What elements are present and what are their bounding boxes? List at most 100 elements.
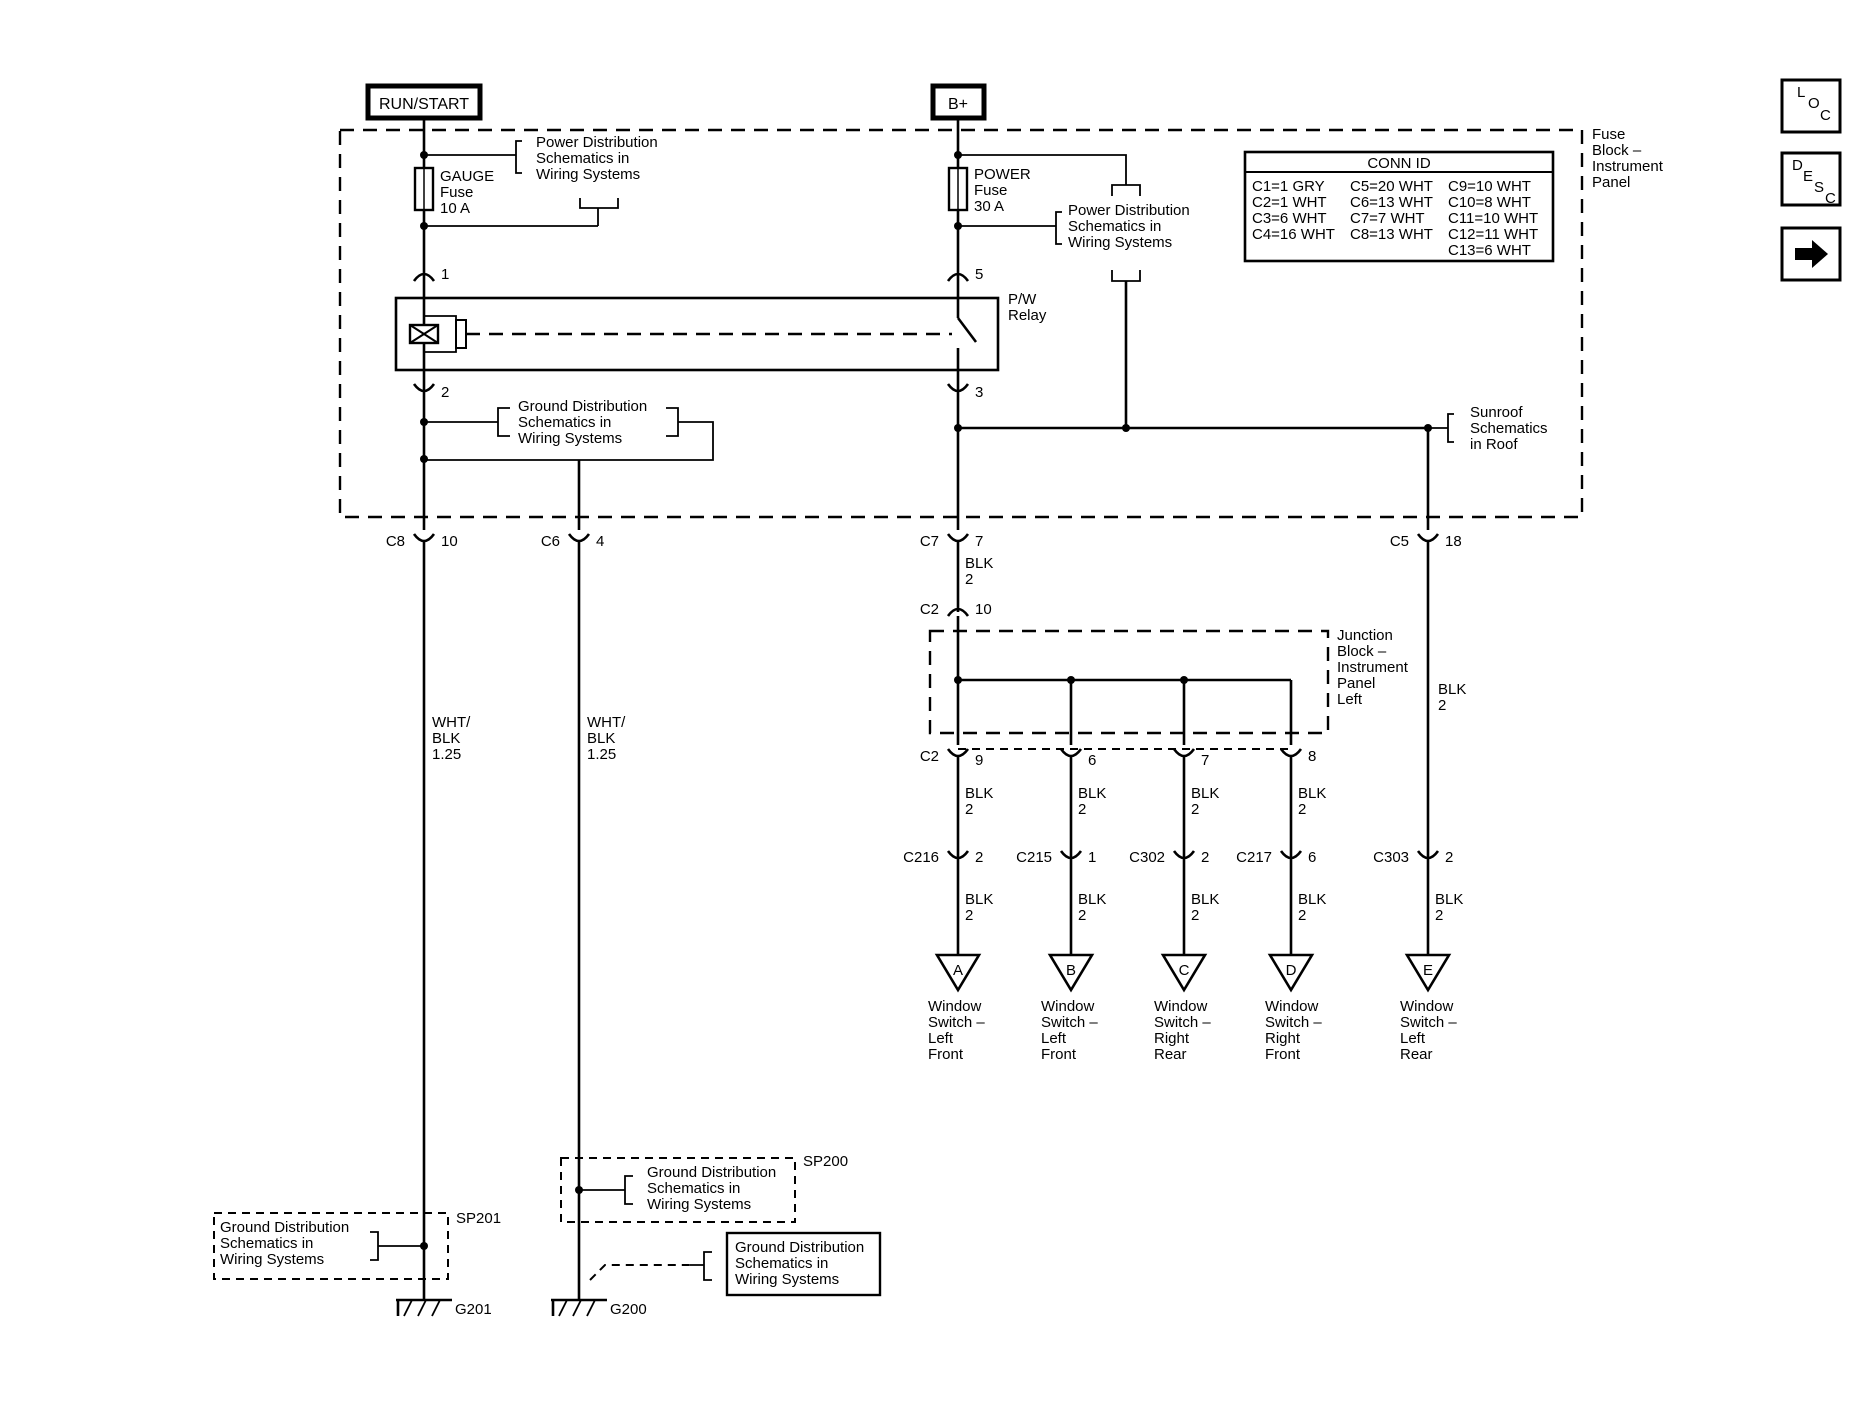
svg-text:WHT/: WHT/: [432, 714, 471, 731]
svg-text:C10=8 WHT: C10=8 WHT: [1448, 194, 1531, 211]
svg-text:C6: C6: [541, 533, 560, 550]
svg-text:4: 4: [596, 533, 604, 550]
svg-text:BLK: BLK: [965, 555, 993, 572]
svg-text:Relay: Relay: [1008, 307, 1047, 324]
svg-text:Fuse: Fuse: [1592, 126, 1625, 143]
svg-text:Rear: Rear: [1154, 1046, 1187, 1063]
svg-text:C2: C2: [920, 601, 939, 618]
svg-text:Switch –: Switch –: [1400, 1014, 1457, 1031]
svg-text:Wiring Systems: Wiring Systems: [518, 430, 622, 447]
svg-text:Wiring Systems: Wiring Systems: [647, 1196, 751, 1213]
svg-text:WHT/: WHT/: [587, 714, 626, 731]
branch-d: BLK 2 C217 6 BLK 2 D Window Switch – Rig…: [1236, 756, 1326, 1063]
pin-2-label: 2: [441, 384, 449, 401]
svg-text:Left: Left: [928, 1030, 954, 1047]
loc-button[interactable]: L O C: [1780, 78, 1842, 134]
svg-text:2: 2: [1445, 849, 1453, 866]
svg-text:2: 2: [1201, 849, 1209, 866]
ground-distribution-ref-bottom: Ground Distribution Schematics in Wiring…: [589, 1231, 882, 1297]
svg-text:C215: C215: [1016, 849, 1052, 866]
svg-text:C12=11 WHT: C12=11 WHT: [1448, 226, 1538, 243]
svg-text:C7=7 WHT: C7=7 WHT: [1350, 210, 1425, 227]
branch-e: BLK 2 C303 2 BLK 2 E Window Switch – Lef…: [1373, 541, 1466, 1063]
branch-a: BLK 2 C216 2 BLK 2 A Window Switch – Lef…: [903, 756, 993, 1063]
gauge-fuse-label: GAUGE: [440, 168, 494, 185]
svg-text:2: 2: [1435, 907, 1443, 924]
svg-text:Schematics: Schematics: [1470, 420, 1548, 437]
fuse-block-label: Fuse Block – Instrument Panel: [1592, 126, 1664, 191]
ground-distribution-ref-top: Ground Distribution Schematics in Wiring…: [518, 398, 647, 447]
svg-text:Left: Left: [1400, 1030, 1426, 1047]
svg-text:Left: Left: [1041, 1030, 1067, 1047]
svg-text:C9=10 WHT: C9=10 WHT: [1448, 178, 1531, 195]
svg-text:E: E: [1803, 168, 1813, 185]
run-start-supply: RUN/START: [365, 83, 483, 121]
svg-text:2: 2: [1438, 697, 1446, 714]
svg-text:BLK: BLK: [1298, 891, 1326, 908]
svg-text:BLK: BLK: [587, 730, 615, 747]
splice-sp201: Ground Distribution Schematics in Wiring…: [213, 1210, 501, 1280]
pw-relay: P/W Relay: [394, 291, 1047, 372]
svg-text:BLK: BLK: [965, 891, 993, 908]
svg-text:6: 6: [1088, 752, 1096, 769]
svg-text:Block –: Block –: [1592, 142, 1642, 159]
svg-text:C5=20 WHT: C5=20 WHT: [1350, 178, 1433, 195]
svg-text:1: 1: [1088, 849, 1096, 866]
svg-text:Rear: Rear: [1400, 1046, 1433, 1063]
svg-text:10: 10: [975, 601, 992, 618]
svg-text:D: D: [1792, 157, 1803, 174]
sp201-label: SP201: [456, 1210, 501, 1227]
svg-text:S: S: [1814, 179, 1824, 196]
svg-text:A: A: [953, 962, 963, 979]
fuse-block-outline: [338, 128, 1584, 519]
svg-text:C8: C8: [386, 533, 405, 550]
svg-text:D: D: [1286, 962, 1297, 979]
svg-text:Wiring Systems: Wiring Systems: [536, 166, 640, 183]
svg-text:C13=6 WHT: C13=6 WHT: [1448, 242, 1531, 259]
svg-text:BLK: BLK: [1435, 891, 1463, 908]
connector-c2-10: C2 10: [920, 601, 992, 618]
svg-text:Switch –: Switch –: [1154, 1014, 1211, 1031]
svg-text:2: 2: [965, 801, 973, 818]
svg-text:C6=13 WHT: C6=13 WHT: [1350, 194, 1433, 211]
svg-text:Schematics in: Schematics in: [536, 150, 629, 167]
conn-id-table: CONN ID C1=1 GRY C5=20 WHT C9=10 WHT C2=…: [1243, 150, 1555, 263]
svg-text:Junction: Junction: [1337, 627, 1393, 644]
svg-text:Switch –: Switch –: [1265, 1014, 1322, 1031]
svg-text:1.25: 1.25: [587, 746, 616, 763]
svg-text:Front: Front: [1041, 1046, 1077, 1063]
svg-text:1.25: 1.25: [432, 746, 461, 763]
svg-text:6: 6: [1308, 849, 1316, 866]
svg-text:Ground Distribution: Ground Distribution: [220, 1219, 349, 1236]
svg-text:C11=10 WHT: C11=10 WHT: [1448, 210, 1538, 227]
svg-text:2: 2: [1078, 907, 1086, 924]
svg-text:Panel: Panel: [1592, 174, 1630, 191]
sp200-label: SP200: [803, 1153, 848, 1170]
svg-text:Ground Distribution: Ground Distribution: [518, 398, 647, 415]
svg-text:BLK: BLK: [1078, 785, 1106, 802]
svg-text:Power Distribution: Power Distribution: [1068, 202, 1190, 219]
svg-text:in Roof: in Roof: [1470, 436, 1518, 453]
svg-text:8: 8: [1308, 748, 1316, 765]
gauge-circuit: GAUGE Fuse 10 A Power Distribution Schem…: [412, 118, 658, 298]
svg-text:Instrument: Instrument: [1592, 158, 1664, 175]
connector-c8-10: C8 10: [386, 533, 458, 550]
svg-text:BLK: BLK: [965, 785, 993, 802]
svg-text:Switch –: Switch –: [928, 1014, 985, 1031]
svg-text:7: 7: [975, 533, 983, 550]
svg-text:9: 9: [975, 752, 983, 769]
svg-text:Instrument: Instrument: [1337, 659, 1409, 676]
svg-text:18: 18: [1445, 533, 1462, 550]
svg-text:C3=6 WHT: C3=6 WHT: [1252, 210, 1327, 227]
next-button[interactable]: [1780, 226, 1842, 282]
svg-text:Schematics in: Schematics in: [647, 1180, 740, 1197]
svg-text:B: B: [1066, 962, 1076, 979]
svg-text:30 A: 30 A: [974, 198, 1004, 215]
svg-text:G201: G201: [455, 1301, 492, 1318]
power-distribution-ref-right: Power Distribution Schematics in Wiring …: [1068, 202, 1190, 251]
connector-c7-7: C7 7: [920, 533, 984, 550]
svg-text:10: 10: [441, 533, 458, 550]
svg-text:C: C: [1820, 107, 1831, 124]
desc-button[interactable]: D E S C: [1780, 151, 1842, 207]
